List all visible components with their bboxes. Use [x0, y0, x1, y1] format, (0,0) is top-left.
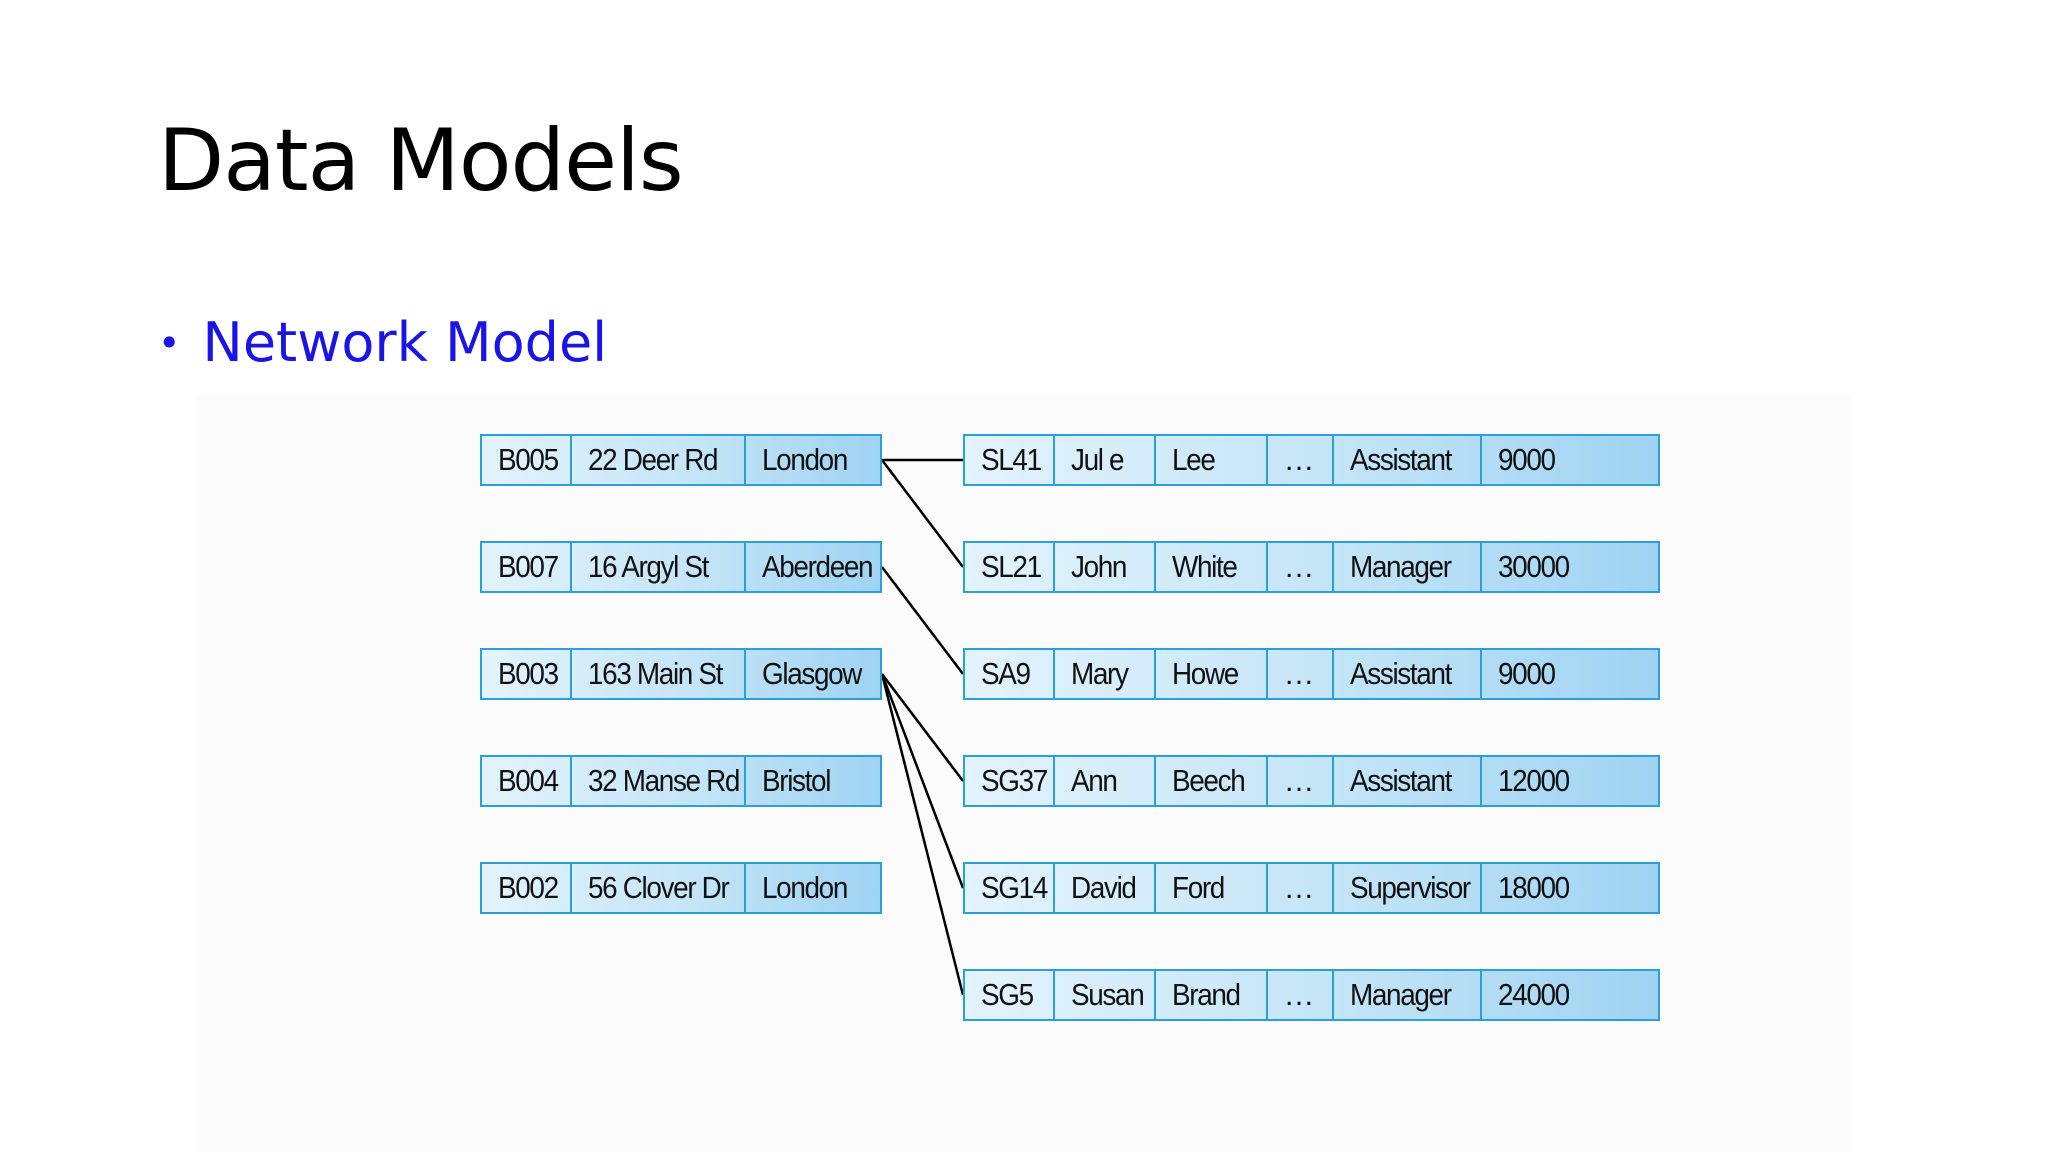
- branch-city-field: Bristol: [762, 763, 831, 798]
- staff-position-field: Supervisor: [1334, 864, 1482, 912]
- staff-salary-field: 30000: [1498, 549, 1570, 584]
- staff-last-name-field: Beech: [1156, 757, 1268, 805]
- staff-first-name-field: Ann: [1055, 757, 1156, 805]
- staff-id-field: SG5: [965, 971, 1055, 1019]
- branch-city-field: London: [762, 442, 848, 477]
- branch-street-field: 56 Clover Dr: [572, 864, 746, 912]
- branch-record: B007 16 Argyl St Aberdeen: [480, 541, 882, 593]
- staff-last-name-field: Howe: [1156, 650, 1268, 698]
- staff-salary-field: 12000: [1498, 763, 1570, 798]
- branch-street-field: 163 Main St: [572, 650, 746, 698]
- staff-salary-field: 18000: [1498, 870, 1570, 905]
- bullet-text: Network Model: [202, 311, 608, 374]
- staff-first-name-field: Susan: [1055, 971, 1156, 1019]
- staff-more-fields: …: [1268, 971, 1334, 1019]
- staff-record: SG5 Susan Brand … Manager 24000: [963, 969, 1660, 1021]
- staff-record: SG37 Ann Beech … Assistant 12000: [963, 755, 1660, 807]
- branch-record: B002 56 Clover Dr London: [480, 862, 882, 914]
- branch-street-field: 16 Argyl St: [572, 543, 746, 591]
- staff-first-name-field: David: [1055, 864, 1156, 912]
- branch-id-field: B002: [482, 864, 572, 912]
- staff-position-field: Manager: [1334, 971, 1482, 1019]
- staff-last-name-field: Ford: [1156, 864, 1268, 912]
- branch-city-field: Aberdeen: [762, 549, 874, 584]
- staff-first-name-field: John: [1055, 543, 1156, 591]
- staff-salary-field: 24000: [1498, 977, 1570, 1012]
- staff-last-name-field: Lee: [1156, 436, 1268, 484]
- staff-more-fields: …: [1268, 650, 1334, 698]
- staff-salary-field: 9000: [1498, 442, 1556, 477]
- branch-id-field: B003: [482, 650, 572, 698]
- staff-record: SL41 Jul e Lee … Assistant 9000: [963, 434, 1660, 486]
- staff-record: SL21 John White … Manager 30000: [963, 541, 1660, 593]
- staff-last-name-field: Brand: [1156, 971, 1268, 1019]
- branch-record: B004 32 Manse Rd Bristol: [480, 755, 882, 807]
- branch-city-field: Glasgow: [762, 656, 862, 691]
- staff-id-field: SL21: [965, 543, 1055, 591]
- branch-id-field: B005: [482, 436, 572, 484]
- staff-more-fields: …: [1268, 543, 1334, 591]
- branch-street-field: 22 Deer Rd: [572, 436, 746, 484]
- staff-record: SA9 Mary Howe … Assistant 9000: [963, 648, 1660, 700]
- staff-first-name-field: Mary: [1055, 650, 1156, 698]
- staff-more-fields: …: [1268, 436, 1334, 484]
- branch-id-field: B007: [482, 543, 572, 591]
- staff-last-name-field: White: [1156, 543, 1268, 591]
- staff-position-field: Manager: [1334, 543, 1482, 591]
- slide-title: Data Models: [158, 111, 684, 211]
- staff-position-field: Assistant: [1334, 757, 1482, 805]
- bullet-dot-icon: •: [158, 321, 181, 365]
- staff-id-field: SL41: [965, 436, 1055, 484]
- staff-position-field: Assistant: [1334, 650, 1482, 698]
- staff-id-field: SG37: [965, 757, 1055, 805]
- staff-id-field: SA9: [965, 650, 1055, 698]
- staff-more-fields: …: [1268, 757, 1334, 805]
- branch-id-field: B004: [482, 757, 572, 805]
- bullet-item: • Network Model: [158, 316, 607, 370]
- staff-position-field: Assistant: [1334, 436, 1482, 484]
- staff-first-name-field: Jul e: [1055, 436, 1156, 484]
- staff-id-field: SG14: [965, 864, 1055, 912]
- staff-record: SG14 David Ford … Supervisor 18000: [963, 862, 1660, 914]
- branch-record: B005 22 Deer Rd London: [480, 434, 882, 486]
- branch-record: B003 163 Main St Glasgow: [480, 648, 882, 700]
- staff-salary-field: 9000: [1498, 656, 1556, 691]
- branch-street-field: 32 Manse Rd: [572, 757, 746, 805]
- branch-city-field: London: [762, 870, 848, 905]
- staff-more-fields: …: [1268, 864, 1334, 912]
